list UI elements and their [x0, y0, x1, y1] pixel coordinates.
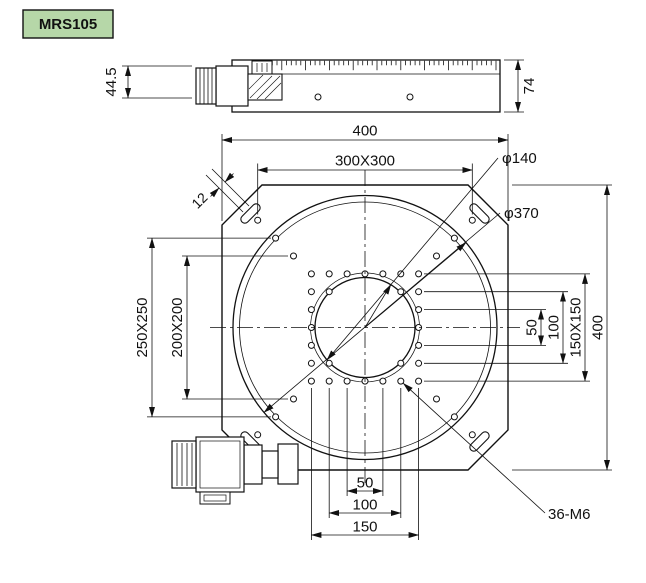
motor-flange — [243, 444, 263, 485]
motor-coupling — [261, 450, 279, 479]
m6-hole — [272, 413, 280, 421]
model-label-text: MRS105 — [39, 16, 97, 33]
dim-height-400: 400 — [512, 184, 612, 471]
dim-width-400: 400 — [221, 123, 509, 221]
m6-hole — [415, 270, 423, 278]
dim-side-total-height: 74 — [504, 59, 538, 113]
m6-hole — [379, 270, 387, 278]
m6-hole — [307, 341, 315, 349]
svg-text:250X250: 250X250 — [134, 297, 151, 357]
m6-hole — [415, 359, 423, 367]
m6-hole — [397, 377, 405, 385]
m6-hole — [450, 413, 458, 421]
m6-hole — [254, 216, 262, 224]
svg-text:44.5: 44.5 — [103, 67, 120, 96]
svg-text:150: 150 — [352, 519, 377, 536]
svg-text:150X150: 150X150 — [568, 297, 585, 357]
m6-hole — [325, 270, 333, 278]
m6-hole — [468, 431, 476, 439]
svg-text:36-M6: 36-M6 — [548, 506, 591, 523]
top-view: 400 300X300 250X250 200X200 — [134, 123, 612, 540]
motor-mount-plate — [277, 443, 299, 485]
svg-text:φ370: φ370 — [504, 205, 539, 222]
m6-hole — [307, 306, 315, 314]
m6-hole — [290, 395, 297, 403]
m6-hole — [325, 288, 333, 296]
dim-pattern-150: 150X150 — [424, 273, 590, 382]
screw-hole — [406, 93, 414, 101]
dim-bottom-100: 100 — [328, 388, 402, 518]
dimensions: 400 300X300 250X250 200X200 — [134, 123, 612, 540]
m6-hole — [307, 377, 315, 385]
m6-hole — [343, 377, 351, 385]
m6-hole — [307, 270, 315, 278]
svg-text:74: 74 — [521, 78, 538, 95]
svg-text:400: 400 — [352, 123, 377, 140]
svg-text:200X200: 200X200 — [169, 297, 186, 357]
svg-text:50: 50 — [524, 319, 541, 336]
side-view: 44.5 74 — [103, 59, 538, 113]
m6-hole — [325, 377, 333, 385]
m6-hole — [290, 252, 297, 260]
leader-aperture-dia: φ140 — [326, 150, 537, 361]
screw-hole — [314, 93, 322, 101]
model-label: MRS105 — [22, 9, 114, 39]
m6-hole — [307, 288, 315, 296]
m6-hole — [450, 234, 458, 242]
m6-hole — [415, 341, 423, 349]
svg-text:300X300: 300X300 — [335, 153, 395, 170]
corner-slot — [240, 203, 261, 224]
motor-body-side — [215, 65, 249, 107]
corner-slot — [469, 203, 490, 224]
svg-text:100: 100 — [546, 315, 563, 340]
dim-right-100: 100 — [424, 291, 568, 364]
svg-text:50: 50 — [357, 475, 374, 492]
dim-pattern-300: 300X300 — [257, 153, 473, 215]
dim-bottom-150: 150 — [310, 388, 420, 540]
m6-hole — [415, 377, 423, 385]
m6-hole — [397, 288, 405, 296]
dim-side-height: 44.5 — [103, 65, 192, 99]
m6-hole — [468, 216, 476, 224]
leader-table-dia: φ370 — [263, 205, 539, 413]
m6-hole — [433, 395, 440, 403]
m6-hole — [343, 270, 351, 278]
m6-hole — [397, 359, 405, 367]
dim-pattern-200: 200X200 — [169, 255, 288, 400]
m6-hole — [397, 270, 405, 278]
m6-hole — [272, 234, 280, 242]
svg-text:400: 400 — [590, 315, 607, 340]
corner-slot — [469, 431, 490, 452]
m6-hole — [433, 252, 440, 260]
m6-hole — [254, 431, 262, 439]
m6-hole — [325, 359, 333, 367]
motor-connector — [199, 491, 231, 505]
svg-text:100: 100 — [352, 497, 377, 514]
dim-pattern-250: 250X250 — [134, 237, 271, 418]
leader-hole-callout: 36-M6 — [402, 382, 591, 523]
motor-assembly-top — [171, 436, 299, 505]
m6-hole — [379, 377, 387, 385]
m6-hole — [307, 359, 315, 367]
m6-hole — [415, 306, 423, 314]
worm-housing-side — [247, 73, 283, 101]
motor-ribs-side — [195, 67, 217, 105]
dim-bottom-50: 50 — [346, 388, 384, 496]
dim-right-50: 50 — [424, 309, 546, 346]
m6-hole — [415, 288, 423, 296]
motor-body — [195, 436, 245, 493]
svg-text:φ140: φ140 — [502, 150, 537, 167]
model-label-box — [22, 9, 114, 39]
